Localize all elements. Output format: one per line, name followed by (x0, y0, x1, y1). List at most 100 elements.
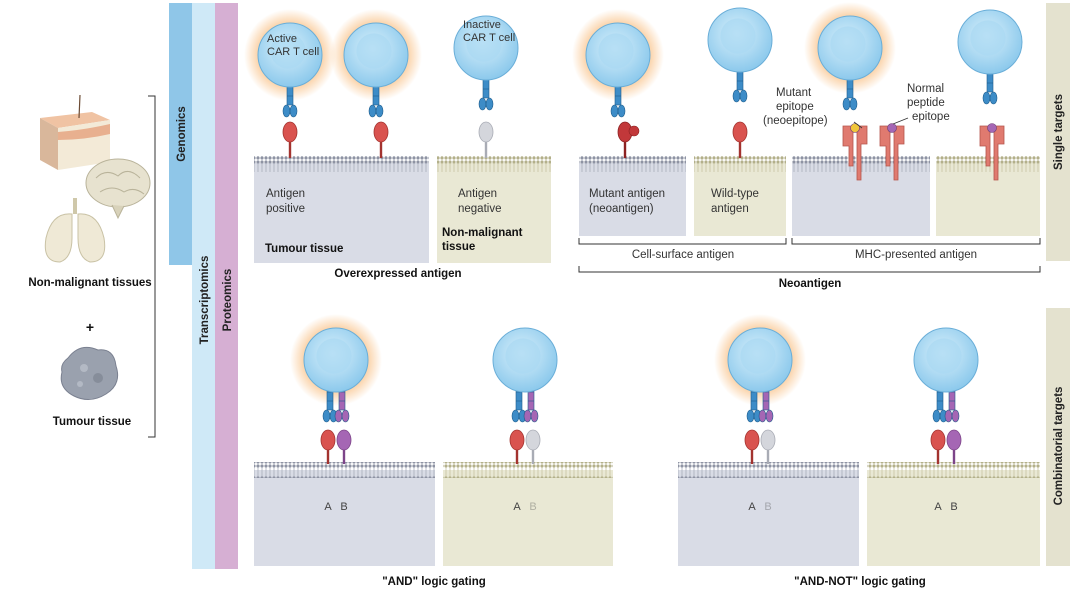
antigen-head (930, 429, 946, 451)
label-b: B (764, 501, 771, 513)
top-labels: Active CAR T cell Inactive CAR T cell An… (265, 19, 1041, 290)
scfv-domain (375, 104, 384, 118)
label-b: B (950, 501, 957, 513)
car-receptor (282, 76, 298, 118)
tumour-membrane (254, 156, 429, 172)
proteomics-bar (215, 3, 238, 569)
antigen-head (320, 429, 336, 451)
car-t-cell (572, 9, 664, 118)
peptide-epitope (887, 123, 897, 133)
cell-nucleus (505, 338, 541, 374)
antigen-positive-label: Antigen positive (266, 188, 308, 215)
scfv-domain (842, 97, 851, 111)
wild-type-antigen (732, 121, 748, 158)
active-car-t-label: Active CAR T cell (267, 33, 319, 58)
antigen-head (478, 121, 494, 143)
car-receptor (758, 381, 774, 423)
tumour-tissue-label: Tumour tissue (53, 416, 131, 428)
antigen-head (744, 429, 760, 451)
antigen-head (525, 429, 541, 451)
antigen (946, 429, 962, 464)
antigen-head (732, 121, 748, 143)
scfv-domain (989, 91, 998, 105)
car-receptor (944, 381, 960, 423)
scfv-domain (982, 91, 991, 105)
antigen (336, 429, 352, 464)
antigen (478, 121, 494, 158)
car-t-cell (707, 7, 773, 103)
antigen-head (336, 429, 352, 451)
overexpressed-antigen-label: Overexpressed antigen (334, 268, 461, 280)
scfv-domain (478, 97, 487, 111)
proteomics-label: Proteomics (222, 269, 234, 332)
scfv-domain (932, 409, 941, 423)
wild-type-antigen-label: Wild-type antigen (711, 188, 762, 215)
normal-epitope-pointer (892, 117, 909, 125)
scfv-domain (523, 409, 532, 423)
non-malignant-tissues-label: Non-malignant tissues (28, 277, 151, 289)
car-t-cell (714, 314, 806, 423)
cell-nucleus (356, 33, 392, 69)
wild-type-panel (694, 163, 786, 236)
bottom-labels: "AND" logic gating "AND-NOT" logic gatin… (324, 501, 957, 588)
combinatorial-targets-bar (1046, 308, 1070, 566)
scfv-domain (951, 409, 960, 423)
tissue-illustrations: Non-malignant tissues + Tumour tissue (28, 94, 156, 438)
cell-nucleus (270, 33, 306, 69)
scfv-domain (341, 409, 350, 423)
car-t-cells (244, 2, 1023, 464)
tumour-tissue-title: Tumour tissue (265, 243, 343, 255)
mhc-beta-chain (893, 125, 905, 181)
mhc-bracket (791, 238, 1041, 245)
car-t-cell (330, 9, 422, 118)
scfv-domain (530, 409, 539, 423)
car-t-cell (957, 9, 1023, 105)
plus-sign: + (86, 319, 94, 335)
cell-nucleus (720, 18, 756, 54)
antigen-head (760, 429, 776, 451)
antigen (744, 429, 760, 464)
cell-nucleus (830, 26, 866, 62)
and-logic-gating-label: "AND" logic gating (382, 576, 486, 588)
tumour-tissue-panel (254, 470, 435, 566)
mhc-beta-chain (856, 125, 868, 181)
peptide-epitope (850, 123, 860, 133)
car-t-cell (913, 327, 979, 423)
car-receptor (334, 381, 350, 423)
cell-nucleus (598, 33, 634, 69)
label-a: A (934, 501, 942, 513)
non-malignant-tissue-title: Non-malignant tissue (442, 227, 526, 253)
car-t-cell (453, 15, 519, 111)
non-malignant-tissue-panel (437, 163, 551, 263)
mhc-beta-chain (993, 125, 1005, 181)
antigen (930, 429, 946, 464)
normal-membrane (437, 156, 551, 172)
genomics-bar (169, 3, 192, 265)
membrane (254, 462, 435, 478)
antigen-head (509, 429, 525, 451)
cell-nucleus (316, 338, 352, 374)
scfv-domain (944, 409, 953, 423)
normal-tissue-panel (867, 470, 1040, 566)
neoantigen-bracket (578, 266, 1041, 273)
and-not-logic-gating-label: "AND-NOT" logic gating (794, 576, 926, 588)
car-t-cell (244, 9, 336, 118)
lungs-icon (44, 198, 106, 263)
antigen-head (373, 121, 389, 143)
cell-nucleus (466, 26, 502, 62)
neoantigen-label: Neoantigen (779, 278, 842, 290)
car-receptor (610, 76, 626, 118)
antigen-head (946, 429, 962, 451)
mhc-normal-panel (936, 163, 1040, 236)
scfv-domain (334, 409, 343, 423)
membrane (867, 462, 1040, 478)
membrane (579, 156, 686, 172)
tumour-tissue-panel (678, 470, 859, 566)
antigen (760, 429, 776, 464)
mutation-knob (628, 125, 640, 137)
scfv-domain (322, 409, 331, 423)
scfv-domain (511, 409, 520, 423)
scfv-domain (849, 97, 858, 111)
car-t-cell (492, 327, 558, 423)
mhc-molecule (979, 123, 1005, 181)
